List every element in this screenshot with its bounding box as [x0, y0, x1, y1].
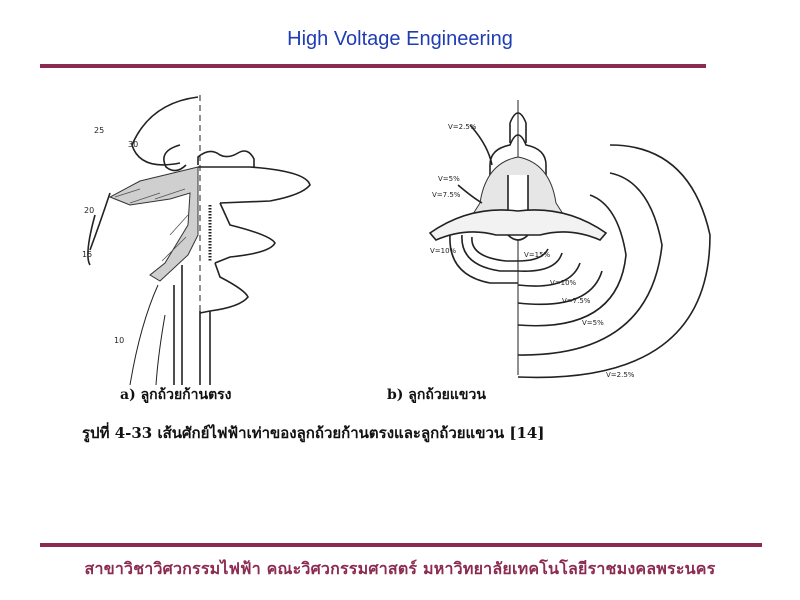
page-title: High Voltage Engineering — [287, 28, 513, 50]
suspension-insulator-labels: V=2.5% V=5% V=7.5% V=10% V=15% V=10% V=7… — [430, 123, 635, 379]
pin-insulator-drawing — [87, 95, 311, 386]
pin-insulator-labels: 25 30 20 15 10 — [82, 126, 138, 345]
label-b-5: V=15% — [524, 251, 551, 259]
label-b-2: V=5% — [438, 175, 460, 183]
label-a-30: 30 — [128, 140, 138, 149]
label-a-15: 15 — [82, 250, 92, 259]
label-b-4: V=10% — [430, 247, 457, 255]
label-a-10: 10 — [114, 336, 124, 345]
figure-caption: รูปที่ 4-33 เส้นศักย์ไฟฟ้าเท่าของลูกถ้วย… — [82, 424, 545, 442]
caption-pin-insulator: a) ลูกถ้วยก้านตรง — [120, 387, 232, 403]
label-a-20: 20 — [84, 206, 94, 215]
label-b-8: V=5% — [582, 319, 604, 327]
label-b-9: V=2.5% — [606, 371, 635, 379]
suspension-insulator-drawing — [428, 100, 711, 379]
bottom-divider — [40, 543, 762, 547]
label-b-7: V=7.5% — [562, 297, 591, 305]
label-b-6: V=10% — [550, 279, 577, 287]
top-divider — [40, 64, 706, 68]
footer-institution: สาขาวิชาวิศวกรรมไฟฟ้า คณะวิศวกรรมศาสตร์ … — [84, 559, 716, 578]
insulator-figure: 25 30 20 15 10 V=2.5% V=5 — [82, 95, 711, 386]
caption-suspension-insulator: b) ลูกถ้วยแขวน — [387, 387, 486, 403]
label-b-1: V=2.5% — [448, 123, 477, 131]
label-b-3: V=7.5% — [432, 191, 461, 199]
label-a-25: 25 — [94, 126, 104, 135]
